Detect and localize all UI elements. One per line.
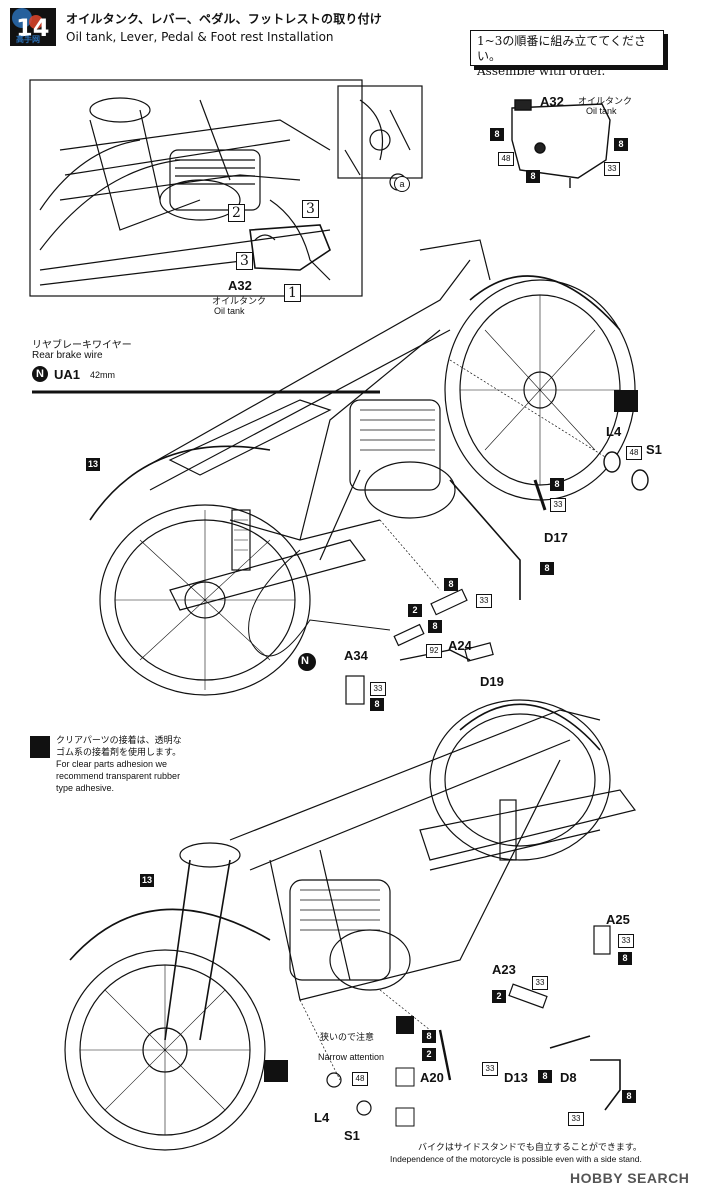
step-title-jp: オイルタンク、レバー、ペダル、フットレストの取り付け: [66, 12, 383, 26]
clear-note-en-2: recommend transparent rubber: [56, 771, 181, 781]
narrow-attention-en: Narrow attention: [318, 1052, 385, 1062]
upper-tag-8d: 8: [428, 620, 442, 633]
clear-parts-note: クリアパーツの接着は、透明な ゴム系の接着剤を使用します。 For clear …: [56, 734, 182, 794]
clear-note-en-3: type adhesive.: [56, 783, 115, 793]
hobby-search-watermark: HOBBY SEARCH: [570, 1170, 690, 1186]
arrows-icon-b: [395, 1107, 415, 1127]
upper-tag-8a: 8: [550, 478, 564, 491]
arrows-icon-a: [395, 1067, 415, 1087]
lower-tag-33b: 33: [532, 976, 548, 990]
assembly-order-note: 1~3の順番に組み立ててください。 Assemble with order.: [470, 30, 664, 78]
lower-tag-33a: 33: [618, 934, 634, 948]
narrow-attention-jp: 狭いので注意: [320, 1032, 375, 1042]
brake-wire-jp: リヤブレーキワイヤー: [32, 340, 132, 351]
lower-a23: A23: [492, 962, 516, 977]
upper-a24: A24: [448, 638, 472, 653]
oil-tank-tag-8c: 8: [526, 170, 540, 183]
upper-tag-92: 92: [426, 644, 442, 658]
lower-a20: A20: [420, 1070, 444, 1085]
clear-note-jp-1: クリアパーツの接着は、透明な: [56, 735, 182, 745]
adhesive-icon-lower: [264, 1060, 288, 1082]
lower-tag-2a: 2: [492, 990, 506, 1003]
oil-tank-tag-8a: 8: [490, 128, 504, 141]
step-number-text: 14: [16, 14, 50, 42]
brake-wire-badge: N: [32, 366, 48, 382]
order-note-jp: 1~3の順番に組み立ててください。: [477, 34, 646, 63]
order-note-en: Assemble with order.: [477, 64, 606, 78]
detail-part-name-en: Oil tank: [214, 306, 245, 316]
footer-note-jp: バイクはサイドスタンドでも自立することができます。: [418, 1142, 642, 1152]
lower-tag-8a: 8: [618, 952, 632, 965]
lower-tag-2b: 2: [422, 1048, 436, 1061]
lower-s1: S1: [344, 1128, 360, 1143]
brake-wire-code: UA1: [54, 367, 81, 382]
upper-d17: D17: [544, 530, 568, 545]
s1-cap-shape: [631, 469, 649, 491]
step-title-en: Oil tank, Lever, Pedal & Foot rest Insta…: [66, 30, 334, 44]
n-marker-shape: [298, 653, 316, 671]
narrow-attention-icon: [396, 1016, 414, 1034]
detail-step-1: 1: [284, 284, 301, 302]
upper-tag-8c: 8: [444, 578, 458, 591]
oil-tank-part-label: A32: [540, 94, 564, 109]
clear-note-en-1: For clear parts adhesion we: [56, 759, 168, 769]
oil-tank-tag-33: 33: [604, 162, 620, 176]
clear-part-adhesive-icon: [30, 736, 50, 758]
corner-logo-icon: [12, 8, 43, 29]
lower-a25: A25: [606, 912, 630, 927]
upper-tag-33b: 33: [476, 594, 492, 608]
lower-d8: D8: [560, 1070, 577, 1085]
brake-wire-length: 42mm: [90, 370, 116, 380]
oil-tank-tag-48: 48: [498, 152, 514, 166]
corner-logo-text: 高手网: [16, 35, 40, 44]
lower-tag-33c: 33: [482, 1062, 498, 1076]
upper-tag-33c: 33: [370, 682, 386, 696]
detail-inset: [29, 79, 423, 297]
upper-a34: A34: [344, 648, 368, 663]
lower-tag-33d: 33: [568, 1112, 584, 1126]
detail-callout-a: a: [394, 176, 410, 192]
oil-tank-tag-8b: 8: [614, 138, 628, 151]
clear-note-jp-2: ゴム系の接着剤を使用します。: [56, 747, 182, 757]
upper-l4: L4: [606, 424, 622, 439]
oil-tank-inset: [511, 99, 611, 188]
lower-tag-8c: 8: [538, 1070, 552, 1083]
upper-tag-33a: 33: [550, 498, 566, 512]
lower-tag-8b: 8: [422, 1030, 436, 1043]
step-number: 14: [8, 6, 56, 46]
detail-part-label: A32: [228, 278, 252, 293]
upper-tag-8b: 8: [540, 562, 554, 575]
upper-d19: D19: [480, 674, 504, 689]
detail-step-3a: 3: [302, 200, 319, 218]
lower-tag-13: 13: [140, 874, 154, 887]
upper-tag-13: 13: [86, 458, 100, 471]
upper-tag-2: 2: [408, 604, 422, 617]
lower-d13: D13: [504, 1070, 528, 1085]
l4-washer-shape: [603, 451, 621, 473]
footer-note-en: Independence of the motorcycle is possib…: [390, 1154, 642, 1164]
detail-step-3b: 3: [236, 252, 253, 270]
upper-n-marker: N: [301, 655, 309, 667]
upper-s1: S1: [646, 442, 662, 457]
upper-tag-48: 48: [626, 446, 642, 460]
detail-part-name-jp: オイルタンク: [212, 296, 267, 306]
lower-tag-48: 48: [352, 1072, 368, 1086]
adhesive-icon-upper: [614, 390, 638, 412]
detail-step-2: 2: [228, 204, 245, 222]
lower-tag-8d: 8: [622, 1090, 636, 1103]
brake-wire-en: Rear brake wire: [32, 350, 103, 361]
oil-tank-name-jp: オイルタンク: [578, 96, 633, 106]
upper-motorcycle: [89, 239, 636, 705]
oil-tank-name-en: Oil tank: [586, 106, 617, 116]
lower-l4: L4: [314, 1110, 330, 1125]
upper-tag-8e: 8: [370, 698, 384, 711]
lower-motorcycle: [64, 699, 637, 1151]
